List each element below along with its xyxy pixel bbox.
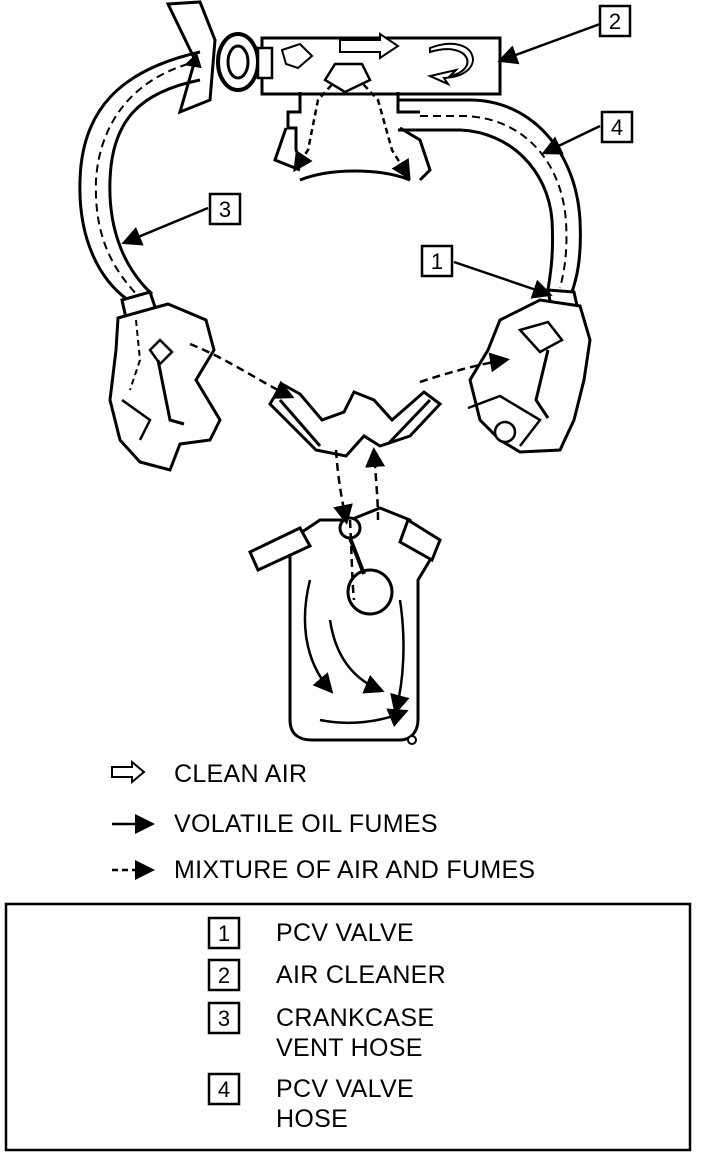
coupling-collar [256, 46, 274, 80]
crankcase-vent-hose [78, 50, 202, 320]
key-row-4: 4 PCV VALVE HOSE [207, 1072, 414, 1133]
key-row-4-line1: PCV VALVE [276, 1075, 414, 1103]
hose-coupling-inner [226, 44, 250, 80]
clean-air-arrow [339, 32, 400, 60]
callout-4-number: 4 [611, 115, 623, 140]
callout-1: 1 [420, 244, 553, 299]
key-row-2-number: 2 [218, 963, 230, 988]
throttle-body [273, 62, 432, 182]
key-row-3-number: 3 [218, 1006, 230, 1031]
crankshaft [346, 568, 394, 616]
air-cleaner-assembly [165, 0, 502, 115]
key-row-3-line2: VENT HOSE [276, 1034, 423, 1062]
component-key: 1 PCV VALVE 2 AIR CLEANER 3 CRANKCASE VE… [4, 902, 692, 1152]
callout-1-number: 1 [431, 249, 443, 274]
crankcase [248, 506, 442, 745]
callout-4: 4 [541, 110, 634, 155]
legend-mixture: MIXTURE OF AIR AND FUMES [112, 856, 535, 884]
clean-air-symbol [111, 759, 146, 785]
key-frame [4, 902, 692, 1152]
engine-valley [268, 381, 443, 458]
legend-clean-air: CLEAN AIR [111, 759, 307, 788]
key-row-2-line1: AIR CLEANER [276, 961, 446, 989]
key-row-2: 2 AIR CLEANER [207, 958, 446, 992]
key-row-1-number: 1 [218, 921, 230, 946]
left-cylinder-head [108, 302, 222, 472]
callout-2: 2 [497, 4, 632, 65]
callout-3-number: 3 [219, 197, 231, 222]
key-row-3: 3 CRANKCASE VENT HOSE [207, 1001, 434, 1062]
legend-mixture-label: MIXTURE OF AIR AND FUMES [174, 856, 535, 884]
legend-oil-fumes: VOLATILE OIL FUMES [112, 810, 438, 838]
fume-flow-paths [189, 342, 510, 601]
key-row-4-line2: HOSE [276, 1105, 348, 1133]
legend-clean-air-label: CLEAN AIR [174, 760, 307, 788]
pcv-valve-hose [398, 98, 582, 314]
key-row-1: 1 PCV VALVE [207, 916, 414, 950]
right-cylinder-head [467, 298, 592, 454]
filter-element [280, 42, 314, 70]
legend-oil-fumes-label: VOLATILE OIL FUMES [174, 810, 438, 838]
clean-air-swirl-arrow [426, 42, 474, 87]
flow-legend: CLEAN AIR VOLATILE OIL FUMES MIXTURE OF … [111, 759, 535, 884]
callout-3: 3 [121, 192, 242, 246]
callout-2-number: 2 [609, 9, 621, 34]
key-row-1-line1: PCV VALVE [276, 919, 414, 947]
right-piston [398, 517, 442, 563]
air-intake-horn [165, 0, 217, 115]
left-piston [248, 526, 313, 572]
key-row-4-number: 4 [218, 1077, 230, 1102]
key-row-3-line1: CRANKCASE [276, 1004, 434, 1032]
